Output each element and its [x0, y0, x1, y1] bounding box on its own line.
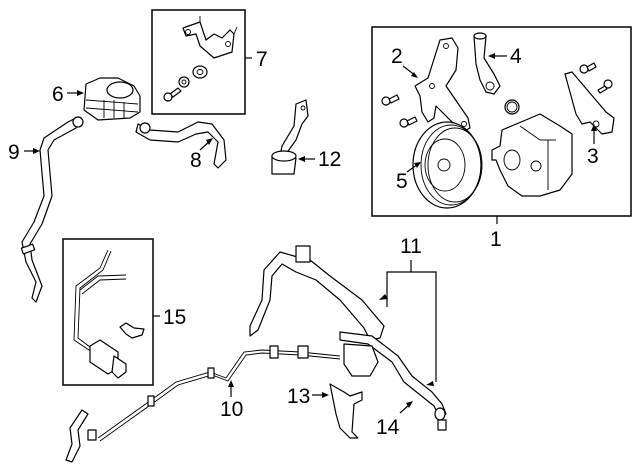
pulley[interactable]	[412, 121, 483, 209]
callout-label-7: 7	[256, 48, 268, 71]
callout-9: 9	[8, 141, 40, 164]
callout-label-4: 4	[510, 45, 522, 68]
callout-15: 15	[163, 306, 186, 329]
bracket-clamp[interactable]	[271, 99, 309, 175]
callout-14: 14	[376, 401, 413, 439]
callout-6: 6	[52, 83, 84, 106]
connector[interactable]	[89, 339, 127, 379]
reservoir-bracket[interactable]	[182, 16, 238, 59]
o-ring[interactable]	[504, 99, 520, 115]
pressure-line[interactable]	[339, 331, 447, 431]
grommet[interactable]	[192, 65, 208, 79]
callout-7: 7	[256, 48, 268, 71]
reservoir[interactable]	[83, 77, 141, 121]
inset-box-15	[62, 238, 160, 386]
clip-15[interactable]	[119, 322, 145, 339]
inlet-fitting[interactable]	[473, 32, 501, 95]
callout-label-14: 14	[376, 416, 400, 439]
callout-label-5: 5	[396, 170, 408, 193]
callout-label-6: 6	[52, 83, 64, 106]
callout-label-9: 9	[8, 141, 20, 164]
callout-label-15: 15	[163, 306, 186, 329]
callout-3: 3	[587, 124, 599, 168]
callout-label-13: 13	[287, 385, 310, 408]
return-hose[interactable]	[20, 116, 84, 303]
callout-label-11: 11	[400, 235, 422, 258]
callout-11: 11	[379, 235, 437, 386]
power-steering-pump[interactable]	[491, 113, 573, 197]
callout-label-3: 3	[587, 145, 599, 168]
pressure-hose[interactable]	[249, 245, 385, 341]
inset-box-1	[371, 26, 632, 224]
callout-13: 13	[287, 385, 329, 408]
callout-label-8: 8	[190, 149, 202, 172]
bolt-2[interactable]	[399, 116, 418, 128]
line-bracket[interactable]	[329, 383, 363, 439]
bolt-1[interactable]	[381, 94, 400, 106]
return-line-hose-end[interactable]	[65, 409, 97, 463]
inset-box-7	[151, 9, 252, 115]
callout-10: 10	[220, 380, 243, 421]
callout-label-1: 1	[490, 228, 502, 251]
bolt-7[interactable]	[163, 87, 182, 102]
pump-mounting-bracket[interactable]	[414, 37, 471, 133]
callout-4: 4	[488, 45, 522, 68]
collar[interactable]	[178, 76, 190, 88]
callout-5: 5	[396, 162, 421, 193]
callout-8: 8	[190, 138, 213, 172]
return-line[interactable]	[97, 345, 341, 442]
bolt-4[interactable]	[597, 79, 613, 94]
callout-label-12: 12	[318, 148, 341, 171]
cooler-line[interactable]	[73, 249, 127, 353]
callout-2: 2	[391, 45, 418, 78]
reservoir-to-pump-hose[interactable]	[135, 121, 227, 169]
callout-1: 1	[490, 228, 502, 251]
callout-12: 12	[298, 148, 341, 171]
bolt-3[interactable]	[579, 62, 597, 74]
callout-label-10: 10	[220, 398, 243, 421]
callout-label-2: 2	[391, 45, 403, 68]
pump-rear-bracket[interactable]	[564, 71, 615, 135]
